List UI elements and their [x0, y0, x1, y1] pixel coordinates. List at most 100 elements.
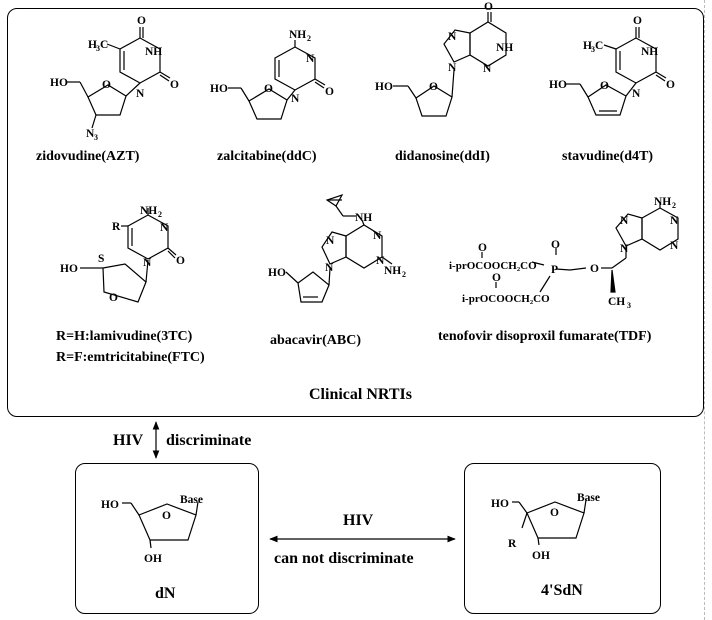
- svg-text:i-prOCOOCH₂CO: i-prOCOOCH₂CO: [449, 260, 537, 272]
- svg-text:O: O: [551, 239, 560, 251]
- svg-text:O: O: [162, 510, 171, 522]
- dn-label: dN: [155, 585, 176, 602]
- svg-text:N: N: [670, 240, 679, 252]
- svg-text:3: 3: [591, 45, 595, 54]
- horizontal-arrow-hiv: HIV: [343, 512, 374, 529]
- svg-text:Base: Base: [180, 494, 203, 506]
- svg-text:N: N: [86, 128, 95, 140]
- svg-text:R: R: [508, 538, 517, 550]
- svg-text:OH: OH: [144, 553, 162, 565]
- ddi-structure: O NH N N N O HO: [375, 1, 513, 117]
- svg-text:N: N: [326, 235, 335, 247]
- svg-text:O: O: [633, 15, 642, 27]
- svg-text:3: 3: [94, 133, 98, 142]
- svg-text:NH: NH: [145, 46, 162, 58]
- sdn-structure: Base O HO R OH: [491, 492, 600, 562]
- svg-text:O: O: [170, 79, 179, 91]
- svg-text:O: O: [325, 86, 334, 98]
- svg-text:N: N: [632, 88, 641, 100]
- svg-text:N: N: [376, 255, 385, 267]
- sdn-label: 4'SdN: [541, 582, 583, 599]
- svg-text:NH: NH: [384, 265, 401, 277]
- svg-text:O: O: [109, 292, 118, 304]
- vertical-arrow-hiv: HIV: [113, 432, 144, 449]
- svg-text:O: O: [102, 79, 111, 91]
- svg-text:HO: HO: [101, 499, 119, 511]
- sdn-box: [464, 463, 661, 614]
- svg-text:O: O: [484, 1, 493, 13]
- svg-text:P: P: [551, 264, 558, 276]
- svg-text:O: O: [429, 81, 438, 93]
- svg-text:NH: NH: [641, 46, 658, 58]
- svg-text:O: O: [176, 255, 185, 267]
- svg-text:NH: NH: [496, 42, 513, 54]
- svg-text:CH: CH: [608, 296, 625, 308]
- svg-text:NH: NH: [140, 205, 157, 217]
- svg-text:C: C: [100, 39, 108, 51]
- d4t-label: stavudine(d4T): [562, 149, 654, 164]
- svg-text:HO: HO: [210, 83, 228, 95]
- svg-text:H: H: [88, 39, 97, 51]
- lamivudine-label: R=H:lamivudine(3TC): [56, 329, 193, 344]
- svg-text:N: N: [160, 222, 169, 234]
- vertical-arrow-discriminate: discriminate: [166, 432, 252, 449]
- svg-text:N: N: [620, 243, 629, 255]
- svg-text:N: N: [306, 53, 315, 65]
- svg-text:N: N: [143, 257, 152, 269]
- svg-text:Base: Base: [577, 492, 600, 504]
- clinical-nrtis-panel: [7, 8, 704, 417]
- svg-text:NH: NH: [355, 212, 372, 224]
- svg-text:N: N: [670, 215, 679, 227]
- svg-text:HO: HO: [268, 267, 286, 279]
- ddi-label: didanosine(ddI): [395, 149, 490, 164]
- svg-text:N: N: [483, 63, 492, 75]
- page-edge: [704, 0, 712, 620]
- svg-text:HO: HO: [60, 263, 78, 275]
- svg-text:N: N: [136, 88, 145, 100]
- tdf-label: tenofovir disoproxil fumarate(TDF): [438, 329, 652, 344]
- svg-text:NH: NH: [289, 29, 306, 41]
- svg-text:C: C: [595, 40, 603, 52]
- svg-text:HO: HO: [375, 81, 393, 93]
- svg-text:S: S: [98, 253, 104, 265]
- svg-text:O: O: [600, 80, 609, 92]
- svg-text:H: H: [583, 40, 592, 52]
- svg-text:2: 2: [158, 210, 162, 219]
- svg-text:O: O: [492, 272, 501, 284]
- svg-text:3: 3: [627, 301, 631, 310]
- svg-text:3: 3: [96, 44, 100, 53]
- svg-text:O: O: [478, 242, 487, 254]
- svg-text:O: O: [550, 507, 559, 519]
- svg-text:N: N: [448, 62, 457, 74]
- svg-text:O: O: [590, 263, 599, 275]
- svg-text:N: N: [373, 230, 382, 242]
- emtricitabine-label: R=F:emtricitabine(FTC): [56, 350, 205, 365]
- svg-text:N: N: [291, 93, 300, 105]
- svg-text:HO: HO: [549, 79, 567, 91]
- svg-text:NH: NH: [654, 196, 671, 208]
- svg-text:N: N: [448, 31, 457, 43]
- svg-text:O: O: [264, 83, 273, 95]
- svg-text:N: N: [325, 262, 334, 274]
- svg-text:2: 2: [402, 270, 406, 279]
- clinical-nrtis-title: Clinical NRTIs: [309, 386, 413, 403]
- svg-text:OH: OH: [532, 550, 550, 562]
- svg-text:HO: HO: [491, 498, 509, 510]
- abc-label: abacavir(ABC): [270, 333, 361, 348]
- horizontal-arrow-cannot-discriminate: can not discriminate: [274, 550, 414, 567]
- svg-text:HO: HO: [50, 77, 68, 89]
- dn-structure: Base O HO OH: [101, 494, 203, 565]
- svg-text:i-prOCOOCH₂CO: i-prOCOOCH₂CO: [462, 293, 550, 305]
- svg-text:O: O: [666, 79, 675, 91]
- azt-label: zidovudine(AZT): [36, 149, 140, 164]
- svg-text:N: N: [620, 215, 629, 227]
- svg-text:2: 2: [307, 34, 311, 43]
- ddc-label: zalcitabine(ddC): [217, 149, 317, 164]
